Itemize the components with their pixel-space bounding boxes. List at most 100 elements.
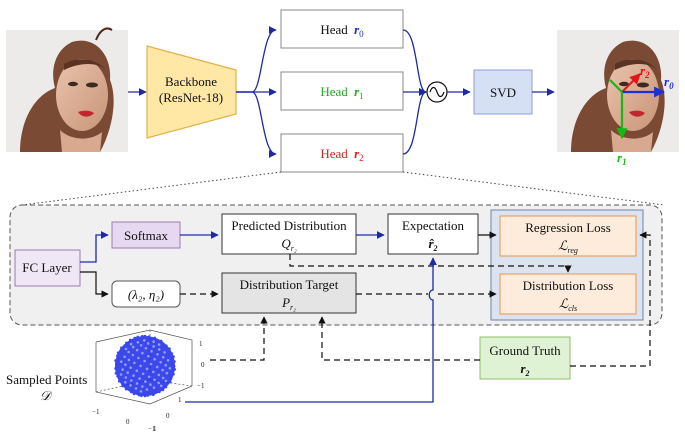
sphere-point — [152, 386, 156, 390]
sphere-point — [135, 369, 139, 373]
sphere-point — [157, 343, 161, 346]
head-r1-box: Head r1 — [280, 71, 404, 111]
sphere-point — [135, 382, 139, 385]
sphere-point — [147, 337, 150, 340]
sphere-z-tick-mid: 0 — [201, 361, 205, 369]
sphere-point — [116, 370, 119, 373]
distribution-loss-symbol: ℒ — [559, 296, 569, 311]
sphere-point — [163, 346, 166, 349]
sphere-point — [141, 336, 144, 339]
sphere-point — [161, 368, 164, 372]
backbone-block: Backbone (ResNet-18) — [146, 45, 237, 139]
sphere-point — [149, 383, 152, 386]
sphere-point — [137, 356, 140, 360]
softmax-box: Softmax — [111, 221, 181, 249]
svg-text:ℒreg: ℒreg — [558, 238, 578, 255]
sphere-point — [161, 356, 165, 359]
sphere-point — [169, 377, 173, 381]
regression-loss-sub: reg — [568, 246, 578, 255]
sphere-point — [119, 349, 122, 353]
head-r0-label: Head — [320, 22, 348, 37]
sphere-point — [123, 355, 126, 359]
sphere-point — [144, 347, 148, 350]
sphere-point — [116, 375, 119, 378]
sphere-point — [164, 363, 168, 367]
sphere-point — [153, 357, 156, 361]
sphere-point — [158, 390, 161, 394]
sphere-point — [167, 349, 170, 352]
detail-black-arrows — [80, 231, 497, 298]
sphere-point — [151, 393, 155, 397]
svg-text:r1: r1 — [617, 150, 627, 167]
sampled-points-sphere-plot: 1 0 −1 −1 0 1 1 0 −1 — [92, 329, 205, 433]
sphere-point — [127, 358, 131, 362]
sphere-point — [148, 391, 151, 394]
sphere-point — [149, 362, 153, 366]
sphere-point — [145, 367, 149, 371]
backbone-label-line1: Backbone — [165, 74, 217, 89]
axis-r1-tail — [609, 79, 623, 93]
sphere-point — [164, 379, 168, 383]
sphere-point — [152, 340, 155, 343]
sphere-point — [173, 360, 176, 363]
head-r2-symbol: r — [354, 146, 360, 161]
sphere-point — [139, 344, 143, 347]
sphere-point — [115, 362, 118, 365]
regression-loss-symbol: ℒ — [558, 238, 568, 253]
sphere-point — [150, 350, 153, 353]
svg-text:r0: r0 — [664, 74, 674, 91]
sphere-point — [125, 341, 128, 345]
sphere-point — [170, 352, 174, 355]
sphere-point — [164, 385, 168, 389]
sphere-point — [168, 374, 172, 378]
lambda-eta-label: (λ₂, η₂) — [128, 287, 164, 302]
distribution-target-title: Distribution Target — [240, 277, 339, 292]
sphere-point — [119, 360, 123, 364]
sphere-point — [121, 384, 124, 388]
sphere-point — [117, 365, 121, 368]
head-r1-symbol: r — [354, 84, 360, 99]
svg-text:Head r1: Head r1 — [320, 84, 363, 101]
sphere-point — [168, 366, 172, 370]
sphere-point — [119, 378, 123, 381]
predicted-distribution-sub: r₂ — [291, 244, 297, 253]
sphere-point — [141, 372, 145, 376]
sphere-point — [130, 379, 133, 382]
sphere-point — [124, 347, 128, 351]
axis-r2-arrow — [621, 73, 641, 93]
svg-text:r̂2: r̂2 — [428, 236, 437, 253]
input-face-photo — [6, 27, 128, 152]
sphere-point — [132, 392, 136, 396]
sphere-point — [143, 339, 146, 342]
sphere-point — [154, 389, 157, 393]
sphere-point — [152, 370, 155, 374]
fc-layer-label: FC Layer — [22, 260, 72, 275]
axis-r2-sub: 2 — [644, 70, 650, 80]
sphere-point — [135, 337, 139, 341]
sphere-point — [124, 363, 127, 367]
svg-text:Head r2: Head r2 — [320, 146, 363, 163]
sphere-point — [121, 368, 124, 371]
sphere-point — [165, 371, 169, 375]
sphere-point — [154, 338, 158, 342]
sphere-point — [144, 380, 147, 383]
sphere-point — [114, 359, 117, 362]
zoom-guide-lines — [21, 171, 665, 206]
sphere-point — [161, 388, 165, 392]
lambda-eta-box: (λ₂, η₂) — [111, 280, 181, 308]
sphere-point — [147, 342, 150, 345]
distribution-loss-title: Distribution Loss — [523, 278, 614, 293]
sphere-z-tick-bottom: −1 — [197, 382, 205, 390]
sphere-point — [146, 394, 149, 397]
sphere-point — [116, 351, 120, 355]
svg-text:r2: r2 — [520, 361, 529, 378]
fc-layer-box: FC Layer — [14, 249, 81, 287]
svd-block: SVD — [473, 69, 533, 115]
ground-truth-box: Ground Truth r2 — [479, 336, 571, 380]
head-r1-sub: 1 — [359, 91, 364, 101]
sphere-body — [115, 336, 175, 396]
sphere-point — [119, 373, 123, 376]
sphere-point — [114, 367, 117, 370]
ground-truth-sub: 2 — [525, 369, 530, 378]
